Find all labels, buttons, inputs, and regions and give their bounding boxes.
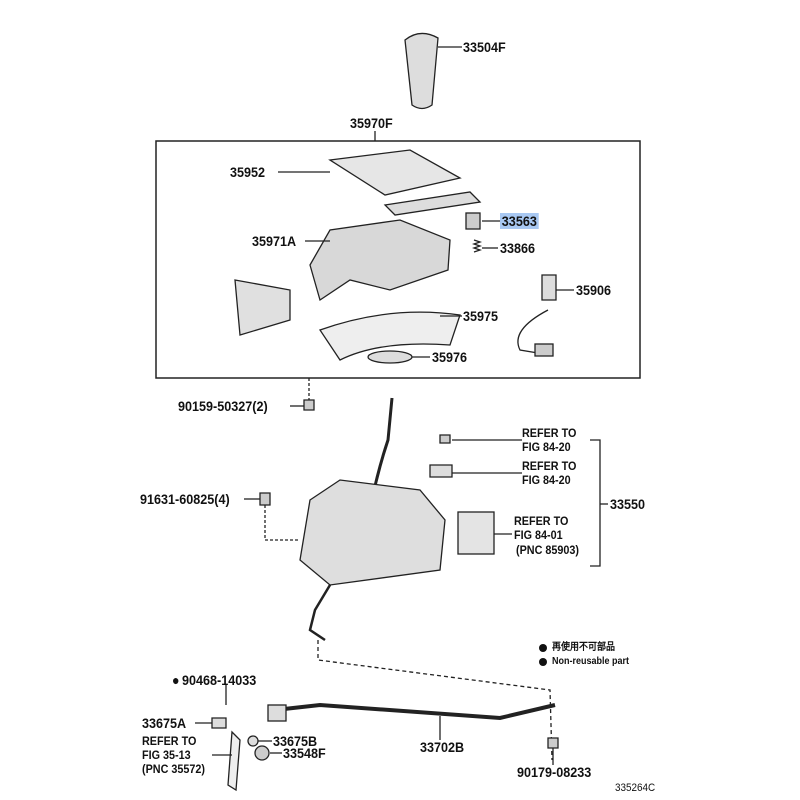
part-label-33675A[interactable]: 33675A [142,715,187,731]
part-label-90159-50327[interactable]: 90159-50327(2) [178,398,268,414]
illustration-code: 335264C [615,782,656,794]
part-label-35976[interactable]: 35976 [432,349,468,365]
part-33563-drawing [465,212,481,230]
ref-fig-84-01-line3: (PNC 85903) [516,543,580,557]
base-35971A-drawing [309,219,451,302]
ref-fig-84-20-a-line1: REFER TO [522,426,577,440]
legend-jp: 再使用不可部品 [552,642,615,653]
part-label-35952[interactable]: 35952 [230,164,266,180]
bracket-35906-drawing [541,274,557,301]
legend-en: Non-reusable part [552,656,630,667]
part-label-35975[interactable]: 35975 [463,308,499,324]
plate-35952-drawing [328,149,462,196]
ref-fig-35-13-line2[interactable]: FIG 35-13 [142,748,191,762]
ref-fig-84-01-line2[interactable]: FIG 84-01 [514,528,563,542]
spring-33866-drawing [471,239,483,253]
part-label-35971A[interactable]: 35971A [252,233,297,249]
part-label-90468-14033[interactable]: 90468-14033 [182,672,257,688]
ref-fig-35-13-line3: (PNC 35572) [142,762,206,776]
part-label-33702B[interactable]: 33702B [420,739,465,755]
ref-fig-84-20-b-line2[interactable]: FIG 84-20 [522,473,571,487]
part-label-33563-highlighted[interactable]: 33563 [500,213,539,229]
part-label-90179-08233[interactable]: 90179-08233 [517,764,592,780]
ref-fig-84-20-a-line2[interactable]: FIG 84-20 [522,440,571,454]
ecu-module-drawing [457,511,495,555]
part-label-33675B[interactable]: 33675B [273,733,318,749]
part-label-33866[interactable]: 33866 [500,240,536,256]
disc-35976-drawing [367,350,413,364]
ref-fig-84-01-line1: REFER TO [514,514,569,528]
cover-drawing [234,279,291,336]
part-label-91631-60825[interactable]: 91631-60825(4) [140,491,230,507]
lever-arm-drawing [227,730,241,792]
non-reusable-dot-icon: ● [172,672,180,688]
rod-33702B-drawing [274,702,556,721]
part-label-33550[interactable]: 33550 [610,496,646,512]
ref-fig-35-13-line1: REFER TO [142,734,197,748]
part-label-33548F[interactable]: 33548F [283,745,326,761]
assembly-frame [155,140,641,379]
shift-lever-body-drawing [299,479,446,586]
part-label-33504F[interactable]: 33504F [463,39,506,55]
part-label-35970F[interactable]: 35970F [350,115,393,131]
ref-fig-84-20-b-line1: REFER TO [522,459,577,473]
sheet-35975-drawing [318,311,461,361]
part-label-35906[interactable]: 35906 [576,282,612,298]
shift-knob-drawing [404,32,439,110]
